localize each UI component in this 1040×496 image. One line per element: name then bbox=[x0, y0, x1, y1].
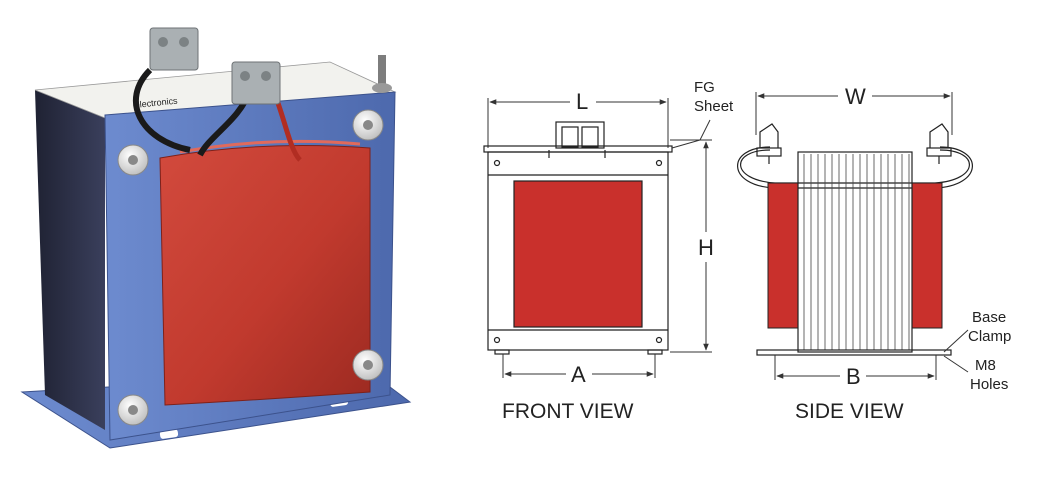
lamination-lines bbox=[803, 154, 910, 350]
terminal-block-icon bbox=[149, 27, 281, 105]
side-view-title: SIDE VIEW bbox=[795, 400, 904, 423]
side-view-drawing bbox=[737, 92, 973, 380]
dim-label-A: A bbox=[571, 362, 586, 387]
m8-holes-label-1: M8 bbox=[975, 357, 996, 374]
front-view-title: FRONT VIEW bbox=[502, 400, 634, 423]
dim-label-B: B bbox=[846, 364, 861, 389]
svg-text:electronics: electronics bbox=[134, 95, 178, 109]
dim-label-W: W bbox=[845, 84, 866, 109]
base-clamp-label-2: Clamp bbox=[968, 328, 1011, 345]
fg-sheet-label-1: FG bbox=[694, 79, 715, 96]
dim-label-H: H bbox=[698, 235, 714, 260]
fg-sheet-label-2: Sheet bbox=[694, 98, 734, 115]
mounting-washers bbox=[117, 109, 384, 426]
m8-holes-label-2: Holes bbox=[970, 376, 1008, 393]
base-clamp-label-1: Base bbox=[972, 309, 1006, 326]
front-view-drawing bbox=[483, 98, 712, 378]
transformer-photo: electronics bbox=[20, 27, 412, 449]
bolt-icon bbox=[372, 55, 392, 93]
dim-label-L: L bbox=[576, 89, 588, 114]
